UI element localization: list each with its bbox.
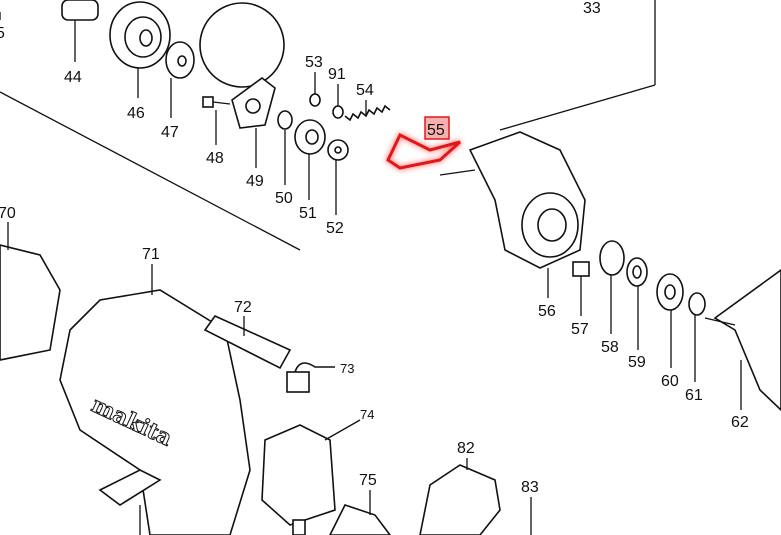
label-53: 53 <box>305 54 323 71</box>
label-82: 82 <box>457 440 475 457</box>
part-49-plate <box>231 76 276 168</box>
label-60: 60 <box>661 373 679 390</box>
part-62-armature <box>704 269 781 412</box>
part-o-ring <box>199 2 285 88</box>
part-72-label <box>203 314 292 370</box>
label-57: 57 <box>571 321 589 338</box>
label-52: 52 <box>326 220 344 237</box>
part-58-o-ring <box>599 240 625 334</box>
part-71-motor-housing: makita <box>59 264 251 535</box>
part-74-brush-holder <box>261 419 361 526</box>
label-47: 47 <box>161 124 179 141</box>
label-75: 75 <box>359 472 377 489</box>
part-44-needle-bearing <box>61 0 99 62</box>
part-59-washer <box>626 257 648 350</box>
label-72: 72 <box>234 299 252 316</box>
part-61-washer <box>688 292 706 382</box>
part-54-spring <box>344 100 391 122</box>
label-74: 74 <box>360 407 374 422</box>
part-70-field <box>0 222 61 361</box>
label-33: 33 <box>583 0 601 17</box>
label-46: 46 <box>127 105 145 122</box>
label-61: 61 <box>685 387 703 404</box>
label-73: 73 <box>340 361 354 376</box>
label-44: 44 <box>64 69 82 86</box>
label-54: 54 <box>356 82 374 99</box>
label-5: 5 <box>0 25 5 42</box>
label-91: 91 <box>328 66 346 83</box>
part-47-gear <box>165 41 195 118</box>
label-50: 50 <box>275 190 293 207</box>
label-56: 56 <box>538 303 556 320</box>
part-56-housing <box>439 131 586 298</box>
label-83: 83 <box>521 479 539 496</box>
label-62: 62 <box>731 414 749 431</box>
label-49: 49 <box>246 173 264 190</box>
part-91-washer <box>332 84 344 119</box>
part-60-bearing <box>656 273 684 368</box>
frame-lines <box>0 0 656 251</box>
label-59: 59 <box>628 354 646 371</box>
label-51: 51 <box>299 205 317 222</box>
label-55: 55 <box>427 122 445 139</box>
label-71: 71 <box>142 246 160 263</box>
part-46-gear-case <box>109 1 171 98</box>
part-50-washer <box>277 110 293 185</box>
part-55-lever-highlighted <box>386 116 462 170</box>
part-52-washer <box>327 139 349 215</box>
part-label-sheet <box>98 469 162 535</box>
part-73-carbon-brush <box>286 362 335 393</box>
part-82-switch-cover <box>419 458 501 535</box>
label-58: 58 <box>601 339 619 356</box>
part-51-bearing <box>294 119 326 200</box>
part-labels: 5 33 44 46 47 53 91 54 55 48 49 50 51 52… <box>0 0 749 496</box>
label-70: 70 <box>0 205 16 222</box>
part-48-screw <box>202 96 231 145</box>
part-75-switch <box>292 490 391 535</box>
part-53-nut <box>309 72 321 107</box>
part-57-block <box>572 261 590 316</box>
label-48: 48 <box>206 150 224 167</box>
